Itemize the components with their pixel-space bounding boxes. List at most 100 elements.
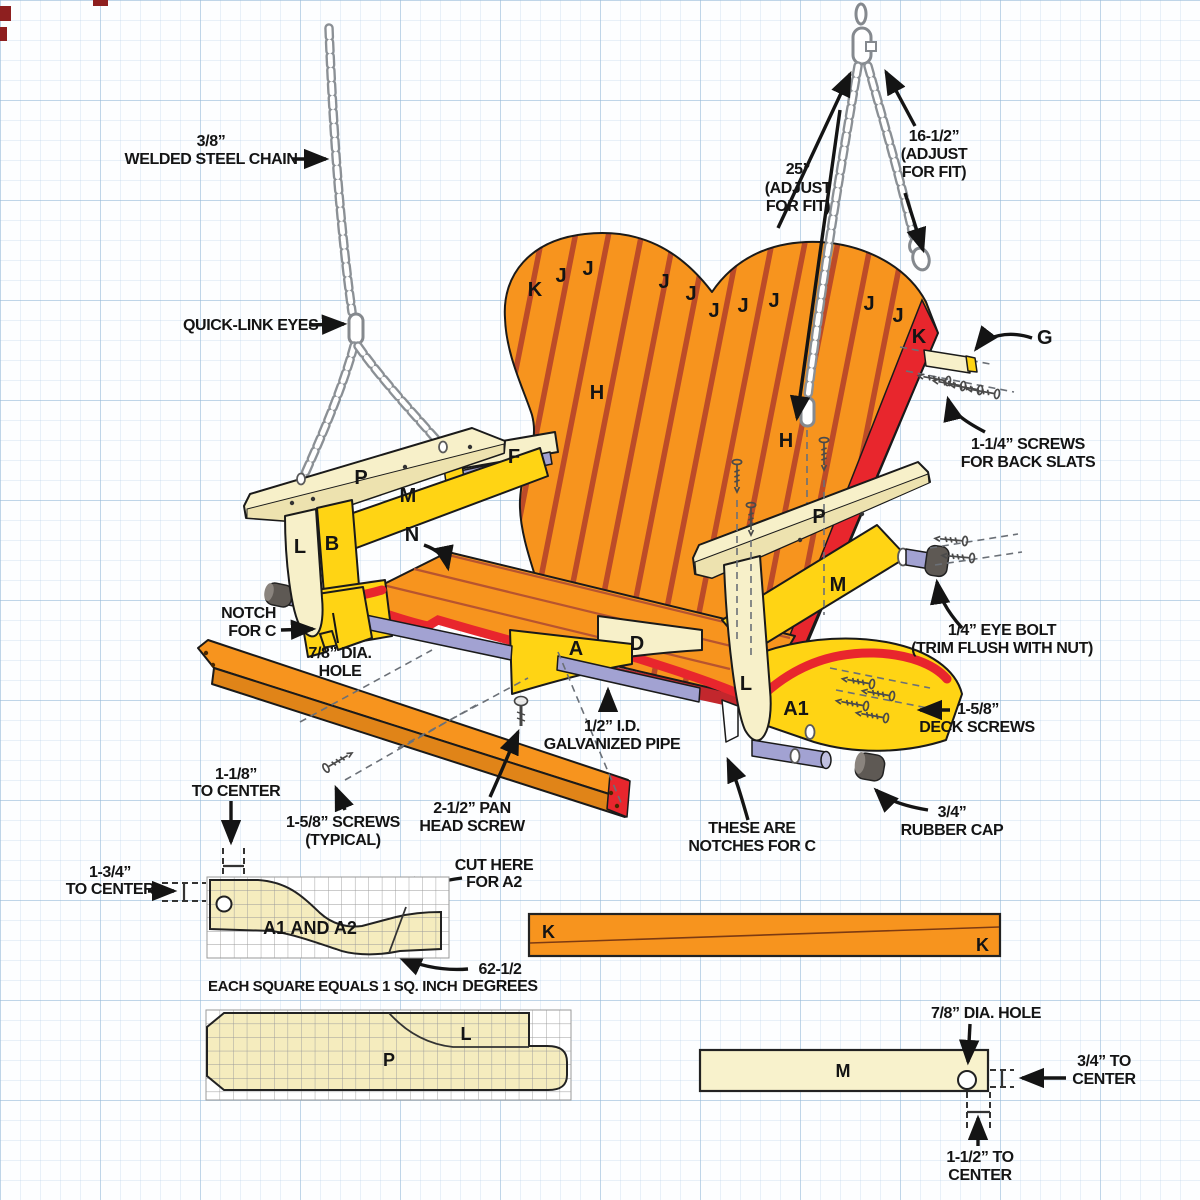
arrow bbox=[308, 314, 348, 335]
callout-back-slat-screws: 1-1/4” SCREWS FOR BACK SLATS bbox=[943, 395, 1096, 471]
pattern-label-l: L bbox=[461, 1024, 472, 1044]
callout-text: FOR FIT) bbox=[766, 198, 830, 215]
pattern-label-k-left: K bbox=[542, 922, 555, 942]
callout-text: FOR C bbox=[228, 623, 277, 640]
part-letter-j: J bbox=[685, 283, 696, 305]
callout-deck-screws: 1-5/8” DECK SCREWS bbox=[916, 699, 1036, 736]
callout-part-g: G bbox=[973, 325, 1053, 352]
callout-text: CENTER bbox=[1072, 1071, 1136, 1088]
leader-line bbox=[332, 612, 339, 644]
pattern-label-k-right: K bbox=[976, 935, 989, 955]
part-letter-d: D bbox=[630, 633, 644, 655]
k-taper-cut-line bbox=[529, 926, 1000, 944]
callout-angle-62: 62-1/2 DEGREES bbox=[396, 955, 539, 995]
part-letter-l: L bbox=[740, 673, 752, 695]
callout-text: NOTCHES FOR C bbox=[688, 838, 816, 855]
callout-welded-chain: 3/8” WELDED STEEL CHAIN bbox=[125, 133, 330, 170]
pattern-label-m: M bbox=[836, 1061, 851, 1081]
callout-text: 3/4” bbox=[938, 804, 967, 821]
n-arrow bbox=[423, 543, 454, 572]
callout-text: 3/8” bbox=[197, 133, 226, 150]
part-letter-l: L bbox=[294, 536, 306, 558]
callout-center-1-3-4: 1-3/4” TO CENTER bbox=[66, 864, 206, 902]
callout-text: 7/8” DIA. bbox=[308, 645, 371, 662]
callout-text: 1-3/4” bbox=[89, 864, 131, 881]
part-letter-j: J bbox=[582, 258, 593, 280]
callout-chain-25: 25” (ADJUST FOR FIT) bbox=[765, 70, 852, 422]
callout-dia-hole-leg: 7/8” DIA. HOLE bbox=[308, 612, 372, 680]
m-board-hole bbox=[957, 1070, 977, 1090]
callout-quick-link-eyes: QUICK-LINK EYES bbox=[183, 314, 348, 335]
callout-text: THESE ARE bbox=[708, 820, 796, 837]
callout-text: DEGREES bbox=[462, 978, 538, 995]
callout-center-1-1-2: 1-1/2” TO CENTER bbox=[946, 1092, 1014, 1184]
pattern-k-board: K K bbox=[527, 912, 1002, 958]
callout-chain-16-5: 16-1/2” (ADJUST FOR FIT) bbox=[884, 69, 968, 254]
callout-text: 1-5/8” SCREWS bbox=[286, 814, 401, 831]
pattern-m-board: M 7/8” DIA. HOLE 3/4” TO CENTER 1-1/2” T… bbox=[698, 1005, 1137, 1184]
part-letter-j: J bbox=[708, 300, 719, 322]
callout-text: FOR BACK SLATS bbox=[961, 454, 1096, 471]
part-letter-p: P bbox=[812, 506, 825, 528]
right-leg-assembly bbox=[721, 555, 772, 743]
callout-center-1-1-8: 1-1/8” TO CENTER bbox=[192, 766, 282, 893]
part-letter-h: H bbox=[779, 430, 793, 452]
arrow bbox=[973, 325, 1033, 352]
arrow bbox=[726, 756, 750, 821]
callout-rubber-cap: 3/4” RUBBER CAP bbox=[873, 787, 1004, 839]
eye-bolt-assembly bbox=[897, 544, 950, 578]
callout-text: RUBBER CAP bbox=[901, 822, 1004, 839]
callout-text: 1-1/8” bbox=[215, 766, 257, 783]
notch-for-c-right bbox=[721, 699, 739, 743]
callout-text: QUICK-LINK EYES bbox=[183, 317, 319, 334]
part-letter-m: M bbox=[400, 485, 417, 507]
part-letter-f: F bbox=[508, 446, 520, 468]
callout-pan-head-screw: 2-1/2” PAN HEAD SCREW bbox=[419, 728, 526, 835]
part-letter-j: J bbox=[737, 295, 748, 317]
pattern-label-p: P bbox=[383, 1050, 395, 1070]
part-letter-b: B bbox=[325, 533, 339, 555]
part-letter-m: M bbox=[830, 574, 847, 596]
pattern-hole bbox=[215, 895, 233, 913]
part-letter-j: J bbox=[863, 293, 874, 315]
arrow bbox=[930, 578, 964, 630]
quick-link-eye bbox=[347, 312, 365, 346]
arrow-up bbox=[776, 70, 852, 229]
part-letter-a1: A1 bbox=[783, 698, 809, 720]
arrow-up bbox=[884, 69, 917, 127]
callout-text: (ADJUST bbox=[901, 146, 968, 163]
part-letter-j: J bbox=[768, 290, 779, 312]
part-letter-k: K bbox=[912, 326, 927, 348]
callout-text: GALVANIZED PIPE bbox=[544, 736, 681, 753]
callout-galv-pipe: 1/2” I.D. GALVANIZED PIPE bbox=[544, 686, 681, 753]
callout-text: G bbox=[1037, 327, 1052, 349]
callout-text: DECK SCREWS bbox=[919, 719, 1035, 736]
right-leg-l bbox=[723, 555, 772, 742]
right-chain bbox=[799, 2, 931, 505]
pattern-a1-a2: A1 AND A2 bbox=[206, 876, 450, 959]
arrow bbox=[334, 784, 354, 813]
part-letter-j: J bbox=[892, 305, 903, 327]
callout-text: 3/4” TO bbox=[1077, 1053, 1131, 1070]
callout-text: 2-1/2” PAN bbox=[433, 800, 511, 817]
left-chain bbox=[298, 23, 447, 483]
pan-head-screw bbox=[513, 695, 529, 726]
callout-text: 1/4” EYE BOLT bbox=[948, 622, 1057, 639]
callout-text: CUT HERE bbox=[455, 857, 534, 874]
callout-text: 16-1/2” bbox=[909, 128, 960, 145]
callout-text: CENTER bbox=[948, 1167, 1012, 1184]
a2-cut-line bbox=[388, 906, 407, 954]
callout-text: 1-1/4” SCREWS bbox=[971, 436, 1086, 453]
callout-text: TO CENTER bbox=[192, 783, 281, 800]
callout-text: HOLE bbox=[319, 663, 363, 680]
pipe-right-end bbox=[751, 724, 832, 770]
callout-text: (TYPICAL) bbox=[305, 832, 381, 849]
callout-text: NOTCH bbox=[221, 605, 276, 622]
back-cleat-g bbox=[899, 346, 1015, 393]
callout-center-3-4: 3/4” TO CENTER bbox=[990, 1053, 1137, 1089]
left-leg-l bbox=[284, 508, 324, 638]
callout-text: (ADJUST bbox=[765, 180, 832, 197]
arrow bbox=[280, 619, 317, 640]
arrow bbox=[873, 787, 929, 813]
